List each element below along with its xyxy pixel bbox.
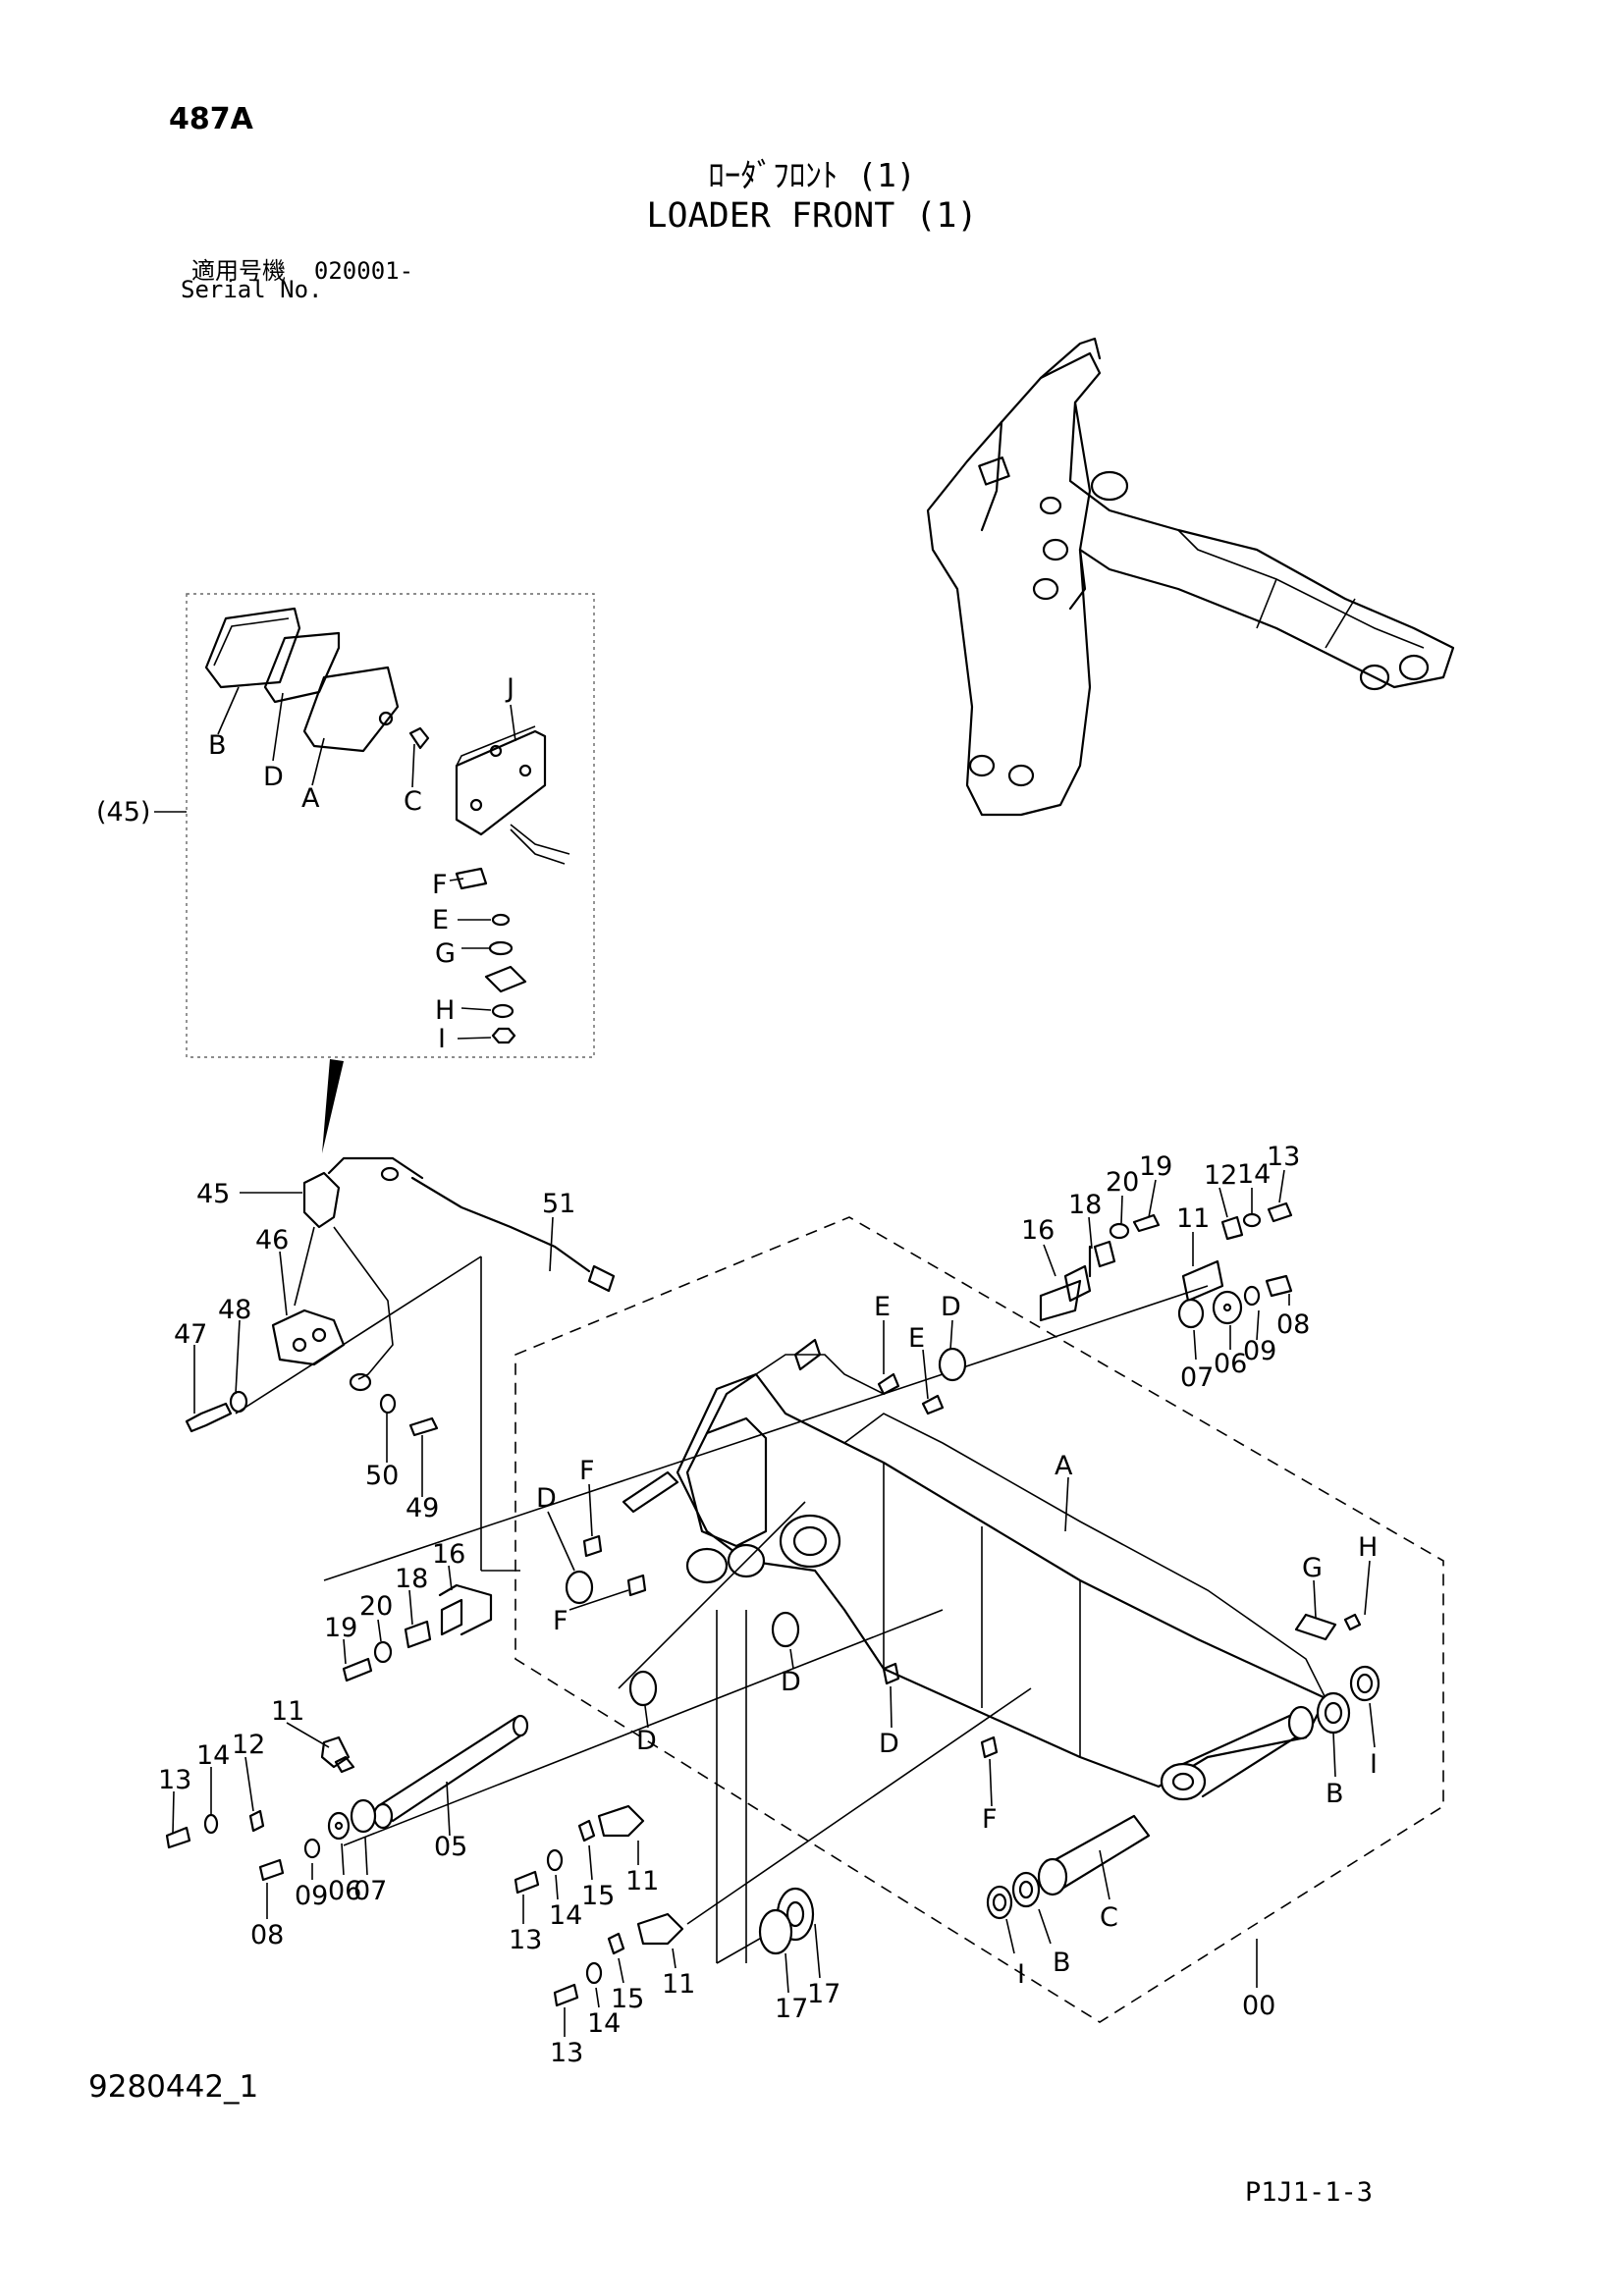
left-pin-parts: [342, 1483, 999, 1807]
callout-label: B: [1326, 1779, 1344, 1809]
serial-label-english: Serial No.: [181, 276, 323, 303]
callout-label: I: [1370, 1749, 1378, 1780]
callout-label: 13: [550, 2038, 583, 2068]
drawing-code: 9280442_1: [88, 2069, 259, 2105]
serial-number-value: 020001-: [313, 257, 414, 285]
callout-label: F: [579, 1456, 595, 1486]
callout-label: 09: [295, 1881, 328, 1911]
lower-left-parts: [165, 1714, 529, 1919]
callout-label: 16: [1021, 1215, 1055, 1246]
callout-label: 47: [174, 1319, 207, 1350]
callout-label: B: [208, 730, 227, 761]
callout-labels: B D A C J F E G H I (45) 45 51 46 48 47 …: [96, 673, 1378, 2068]
callout-label: 14: [587, 2008, 621, 2039]
callout-label: A: [301, 783, 320, 814]
callout-label: 00: [1242, 1991, 1275, 2021]
upper-right-parts: [877, 1169, 1293, 1415]
callout-label: 06: [1214, 1349, 1247, 1379]
callout-label: D: [536, 1483, 557, 1514]
callout-label: I: [438, 1024, 446, 1054]
lamp-mount: [185, 1156, 616, 1572]
callout-label: 09: [1243, 1336, 1276, 1366]
callout-label: 16: [432, 1539, 465, 1570]
lower-center-parts: [514, 1804, 821, 2037]
callout-label: 11: [625, 1866, 659, 1896]
callout-label: 11: [662, 1969, 695, 2000]
callout-label: 48: [218, 1295, 251, 1325]
callout-label: 05: [434, 1832, 467, 1862]
callout-label: 13: [158, 1765, 191, 1795]
callout-label: 18: [395, 1564, 428, 1594]
callout-label: 20: [359, 1591, 393, 1622]
callout-label: 15: [581, 1881, 615, 1911]
callout-label: D: [263, 762, 284, 792]
callout-label: D: [781, 1667, 801, 1697]
callout-label: 51: [542, 1189, 575, 1219]
loader-arm: [323, 1216, 1444, 2023]
callout-label: 17: [807, 1979, 840, 2009]
overview-sketch: [926, 337, 1455, 817]
callout-label: I: [1017, 1959, 1025, 1990]
callout-label: 46: [255, 1225, 289, 1255]
callout-label: 17: [775, 1994, 808, 2024]
callout-label: 45: [196, 1179, 230, 1209]
callout-label: C: [1100, 1902, 1118, 1933]
callout-label: 18: [1068, 1190, 1102, 1220]
detail-pointer: [322, 1059, 344, 1153]
callout-label: 14: [1237, 1159, 1271, 1190]
callout-label: G: [1302, 1553, 1323, 1583]
sheet-code: P1J1-1-3: [1245, 2177, 1374, 2208]
callout-label: 07: [1180, 1362, 1214, 1393]
callout-label: 12: [232, 1730, 265, 1760]
callout-label: J: [505, 673, 514, 704]
callout-label: 19: [324, 1613, 357, 1643]
callout-label: 20: [1106, 1167, 1139, 1198]
callout-label: E: [432, 905, 449, 935]
callout-label: 13: [1267, 1142, 1300, 1172]
callout-label: 49: [406, 1493, 439, 1523]
page-number: 487A: [169, 102, 253, 136]
callout-label: 13: [509, 1925, 542, 1955]
callout-label: 50: [365, 1461, 399, 1491]
lamp-assembly-detail: [154, 593, 595, 1058]
callout-label: 07: [353, 1876, 387, 1906]
callout-label: 11: [1176, 1203, 1210, 1234]
callout-label: 12: [1204, 1160, 1237, 1191]
callout-label: C: [404, 786, 422, 817]
callout-label: F: [432, 870, 448, 900]
callout-label: G: [435, 938, 456, 969]
callout-label: 14: [549, 1900, 582, 1931]
callout-label: 06: [328, 1876, 361, 1906]
callout-label: H: [1358, 1532, 1378, 1563]
callout-label: H: [435, 995, 455, 1026]
title-english: LOADER FRONT (1): [646, 196, 978, 236]
serial-number-line: 適用号機 020001-: [191, 251, 413, 286]
callout-label: 19: [1139, 1151, 1172, 1182]
callout-label: 11: [271, 1696, 304, 1727]
callout-label: 08: [250, 1920, 284, 1950]
callout-label: D: [879, 1729, 899, 1759]
callout-label: E: [908, 1323, 925, 1354]
callout-label: 14: [196, 1740, 230, 1771]
callout-label: A: [1055, 1451, 1073, 1481]
callout-label: B: [1053, 1948, 1071, 1978]
callout-label-reference: (45): [96, 797, 150, 828]
serial-label-japanese: 適用号機: [191, 257, 286, 285]
callout-label: 08: [1276, 1309, 1310, 1340]
callout-label: D: [636, 1726, 657, 1756]
arm-right-parts: [986, 1476, 1380, 1988]
callout-label: F: [553, 1606, 568, 1636]
callout-label: 15: [611, 1984, 644, 2014]
callout-label: D: [941, 1292, 961, 1322]
callout-label: F: [982, 1804, 998, 1835]
title-japanese: ﾛｰﾀﾞﾌﾛﾝﾄ (1): [708, 156, 916, 194]
callout-label: E: [874, 1292, 891, 1322]
